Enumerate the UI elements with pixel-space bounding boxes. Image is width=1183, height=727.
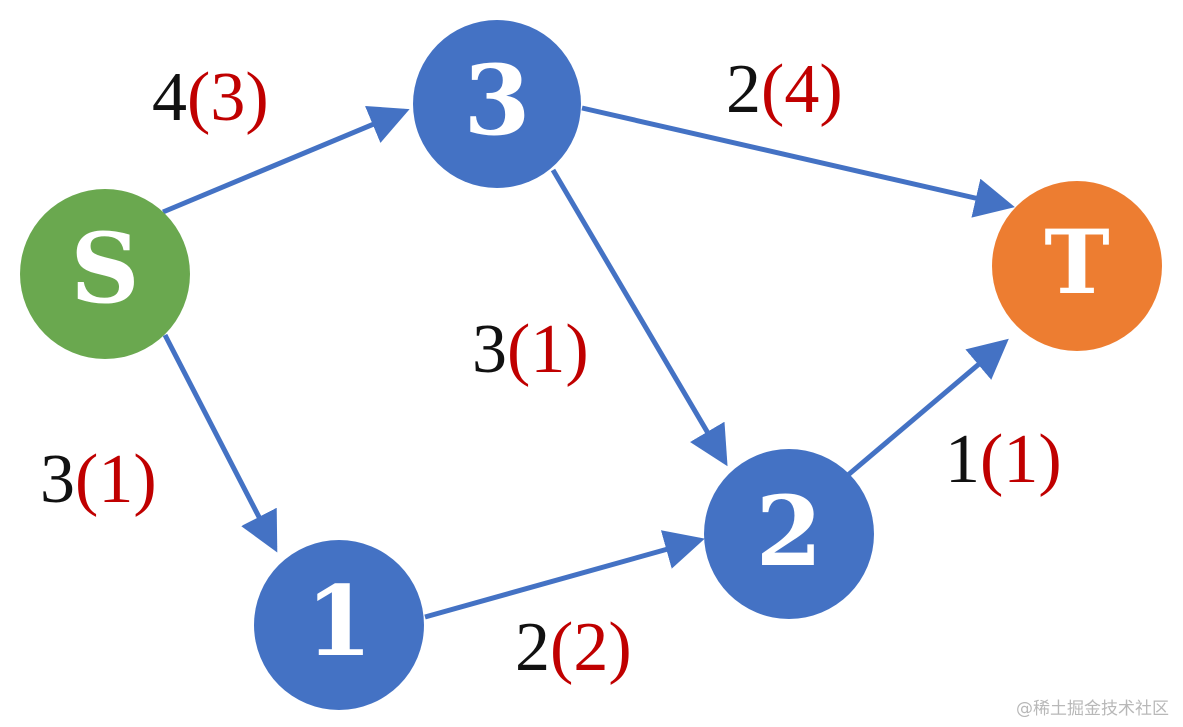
edge-flow-close-1-2: ) [608,609,631,686]
node-1: 1 [254,540,424,710]
edge-capacity-3-t: 2 [726,51,761,128]
edge-label-2-t: 1(1) [945,421,1062,498]
edge-flow-open-3-t: ( [761,51,784,128]
edge-label-1-2: 2(2) [515,609,632,686]
edge-flow-open-s-1: ( [75,441,98,518]
edge-flow-close-3-2: ) [565,311,588,388]
node-3: 3 [413,20,581,188]
node-2-circle [704,449,874,619]
edge-flow-open-s-3: ( [187,59,210,136]
node-2-label: 2 [756,475,823,588]
edge-1-2 [424,530,705,620]
edge-label-s-1: 3(1) [40,441,157,518]
edge-label-3-2: 3(1) [472,311,589,388]
node-s: S [20,189,190,359]
node-2: 2 [704,449,874,619]
edge-flow-s-1: 1 [98,441,133,518]
edge-flow-open-1-2: ( [550,609,573,686]
node-1-label: 1 [306,565,373,678]
edge-capacity-s-1: 3 [40,441,75,518]
edges-layer [162,105,1015,620]
node-3-label: 3 [464,44,531,157]
edge-flow-close-s-3: ) [245,59,268,136]
node-s-circle [20,189,190,359]
edge-flow-open-2-t: ( [980,421,1003,498]
node-s-label: S [70,212,139,325]
edge-3-t [581,105,1015,218]
node-1-circle [254,540,424,710]
edge-s-3 [162,106,410,215]
edge-flow-1-2: 2 [573,609,608,686]
node-t: T [992,181,1162,351]
edge-capacity-s-3: 4 [152,59,187,136]
edge-label-3-t: 2(4) [726,51,843,128]
edge-flow-close-3-t: ) [819,51,842,128]
edge-capacity-1-2: 2 [515,609,550,686]
edge-3-2 [550,168,728,467]
node-t-label: T [1044,210,1109,314]
node-t-circle [992,181,1162,351]
edge-2-t [846,338,1009,477]
edge-flow-close-s-1: ) [133,441,156,518]
edge-flow-close-2-t: ) [1038,421,1061,498]
edge-flow-open-3-2: ( [507,311,530,388]
edge-flow-2-t: 1 [1003,421,1038,498]
edge-s-1 [162,333,278,553]
edge-flow-3-t: 4 [784,51,819,128]
edge-flow-s-3: 3 [210,59,245,136]
watermark: @稀土掘金技术社区 [1016,699,1169,719]
node-3-circle [413,20,581,188]
edge-flow-3-2: 1 [530,311,565,388]
edge-capacity-3-2: 3 [472,311,507,388]
edge-capacity-2-t: 1 [945,421,980,498]
edge-label-s-3: 4(3) [152,59,269,136]
